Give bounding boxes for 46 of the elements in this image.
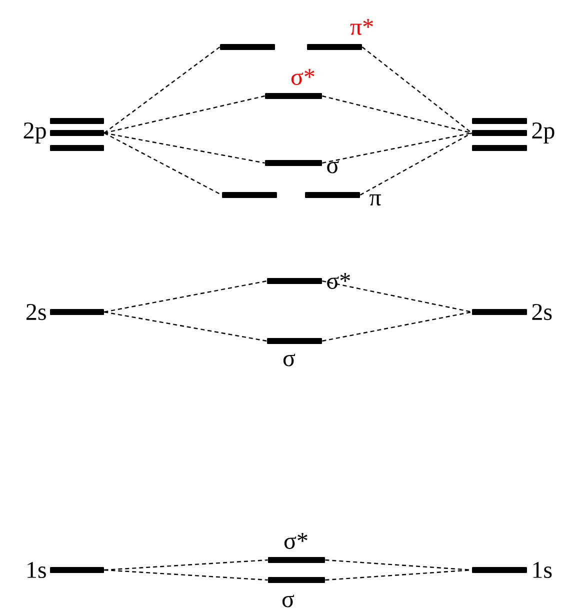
node-label: σ	[283, 354, 296, 366]
dashed-line	[104, 559, 268, 571]
node-label: σ*	[284, 533, 308, 549]
node-label: 2p	[24, 122, 46, 144]
energy-levels: 2p	[24, 118, 104, 151]
dashed-line	[104, 569, 268, 581]
node-label: 1s	[28, 562, 46, 578]
dashed-line	[325, 559, 472, 571]
energy-level: σ	[267, 338, 322, 366]
dashed-line	[325, 569, 472, 581]
energy-level: π	[305, 192, 381, 206]
energy-level: σ	[265, 160, 339, 174]
dashed-line	[104, 311, 267, 342]
node-label: 2s	[532, 304, 552, 320]
node-label: σ	[282, 594, 294, 608]
energy-level: 1s	[28, 562, 104, 578]
dashed-line	[104, 132, 222, 196]
dashed-line	[360, 132, 472, 196]
energy-level: π*	[307, 19, 373, 50]
dashed-line	[322, 280, 472, 313]
energy-level: σ	[268, 577, 325, 608]
dashed-line	[322, 132, 472, 164]
energy-level	[222, 192, 277, 198]
dashed-line	[322, 95, 472, 134]
energy-level: 1s	[472, 562, 552, 578]
node-label: π	[370, 194, 381, 206]
node-label: σ*	[291, 69, 314, 85]
dashed-line	[362, 46, 472, 134]
node-label: 2s	[26, 304, 46, 320]
energy-level: σ*	[268, 533, 325, 563]
dashed-line	[104, 95, 265, 134]
energy-level	[220, 44, 275, 50]
dashed-line	[104, 280, 267, 313]
node-label: σ	[327, 160, 339, 174]
dashed-line	[104, 132, 265, 164]
dashed-line	[104, 46, 220, 134]
node-label: 1s	[533, 562, 552, 578]
dashed-line	[322, 311, 472, 342]
energy-level: σ*	[267, 273, 350, 289]
node-label: σ*	[327, 273, 350, 289]
node-label: π*	[350, 19, 373, 35]
energy-level: 2s	[26, 304, 104, 320]
energy-level: σ*	[265, 69, 322, 99]
energy-levels: 2p	[472, 118, 554, 151]
node-label: 2p	[532, 122, 554, 144]
energy-level: 2s	[472, 304, 552, 320]
